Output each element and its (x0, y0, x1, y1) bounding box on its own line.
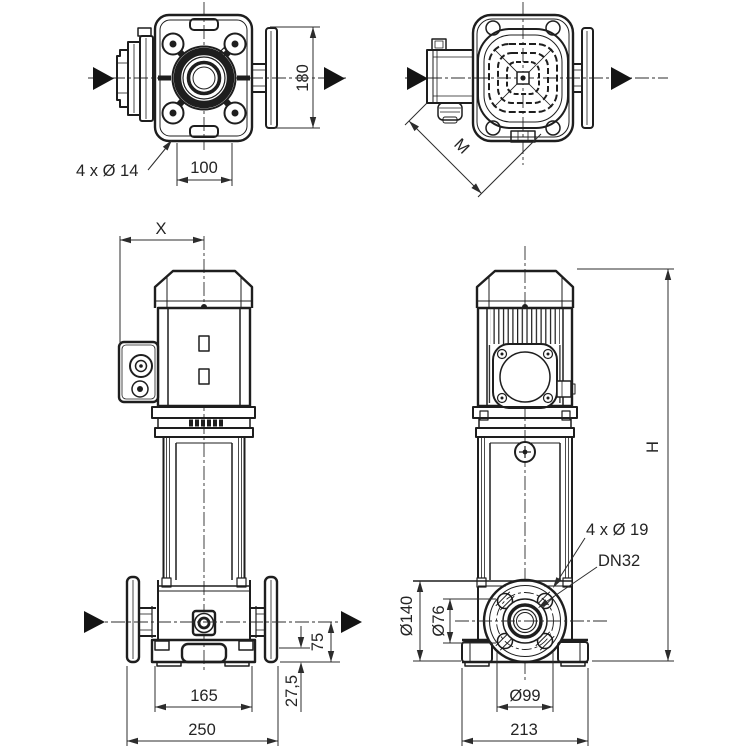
label-dn32: DN32 (598, 552, 640, 570)
dimension-dia140: Ø140 (398, 581, 461, 662)
pump-column-side (476, 437, 573, 640)
dim-label-M: M (450, 135, 472, 157)
motor-cap (153, 269, 254, 310)
pump-column (161, 437, 247, 588)
pump-casing (125, 575, 279, 664)
grille-ring (497, 52, 549, 104)
dimension-dia76: Ø76 (430, 598, 496, 644)
flow-direction-arrow-left (407, 67, 428, 90)
dimension-213: 213 (461, 668, 589, 746)
vent-plug (514, 441, 536, 463)
dimension-165: 165 (154, 666, 253, 712)
corner-bolt-bosses (161, 32, 247, 125)
dimension-X: X (119, 220, 204, 345)
grille-ring (506, 61, 540, 95)
foot-pad (464, 661, 490, 667)
foot (461, 641, 493, 663)
foot-pad (560, 661, 586, 667)
dim-label-180: 180 (294, 64, 312, 92)
foot-pad (156, 661, 182, 667)
dim-label-250: 250 (188, 721, 216, 739)
dim-label-27-5: 27,5 (283, 675, 301, 707)
cable-gland (437, 102, 463, 124)
flow-direction-arrow-right (341, 611, 362, 633)
cable-gland-large (129, 354, 153, 378)
connector-box (556, 380, 576, 398)
dimension-H: H (577, 268, 674, 662)
suction-flange-left (116, 27, 154, 122)
side-view: H Ø140 Ø76 4 x Ø 19 DN32 Ø99 (398, 246, 674, 746)
lantern-window (492, 343, 558, 409)
alignment-marker (219, 47, 229, 57)
terminal-box-front (117, 340, 160, 404)
fan-guard (477, 28, 569, 129)
dim-label-H: H (644, 441, 662, 453)
dim-label-213: 213 (510, 721, 538, 739)
flow-direction-arrow-right (324, 67, 345, 90)
motor-flange-body (153, 13, 254, 143)
dimension-250: 250 (126, 666, 279, 746)
base-recess (180, 642, 228, 664)
dim-label-dia76: Ø76 (430, 605, 448, 636)
motor-housing-side (476, 306, 576, 409)
front-view: X 75 27,5 165 250 (84, 220, 362, 746)
top-view-front: 180 100 4 x Ø 14 (76, 2, 346, 186)
top-slot (189, 18, 219, 31)
dimension-100: 100 (176, 143, 233, 186)
grille-ring (488, 43, 558, 113)
foot (557, 641, 589, 663)
dimension-75: 75 (280, 622, 340, 663)
dim-label-75: 75 (309, 633, 327, 651)
top-view-rear: M (404, 2, 668, 198)
tie-rod-nut (476, 577, 487, 588)
suction-port-flange (125, 575, 156, 664)
callout-flange-holes: 4 x Ø 19 (553, 521, 648, 588)
base-plate-front (150, 638, 257, 667)
terminal-box-top (426, 38, 474, 124)
dim-label-165: 165 (190, 687, 218, 705)
label-4x-dia19: 4 x Ø 19 (586, 521, 648, 539)
cable-gland-small (131, 380, 149, 398)
lantern-adapter (151, 406, 256, 438)
dimension-dia99: Ø99 (496, 652, 554, 712)
shaft-hub (171, 45, 237, 111)
suction-flange-top2 (573, 27, 594, 129)
tie-rod-nut (161, 577, 172, 588)
callout-mounting-holes: 4 x Ø 14 (76, 140, 172, 180)
foot-pad (224, 661, 250, 667)
foot-top-view (510, 130, 536, 143)
dim-label-100: 100 (190, 159, 218, 177)
flow-direction-arrow-left (93, 67, 114, 90)
dimension-180: 180 (270, 26, 320, 129)
dimension-27-5: 27,5 (279, 626, 310, 712)
dim-label-X: X (155, 220, 166, 238)
callout-dn32: DN32 (538, 552, 640, 608)
tie-rod-nut (236, 577, 247, 588)
motor-housing (156, 306, 252, 408)
dim-label-dia99: Ø99 (509, 687, 540, 705)
discharge-port-flange (250, 575, 279, 664)
base-plate-side (461, 638, 589, 667)
label-4x-dia14: 4 x Ø 14 (76, 162, 138, 180)
dim-label-dia140: Ø140 (398, 596, 416, 636)
lantern-adapter-side (472, 406, 578, 438)
drain-plug (191, 609, 217, 637)
flow-direction-arrow-right (611, 67, 632, 90)
nameplate-slot (198, 335, 210, 352)
flow-direction-arrow-left (84, 611, 105, 633)
nameplate-slot (198, 368, 210, 385)
bottom-slot (189, 125, 219, 138)
motor-fins (490, 309, 560, 344)
